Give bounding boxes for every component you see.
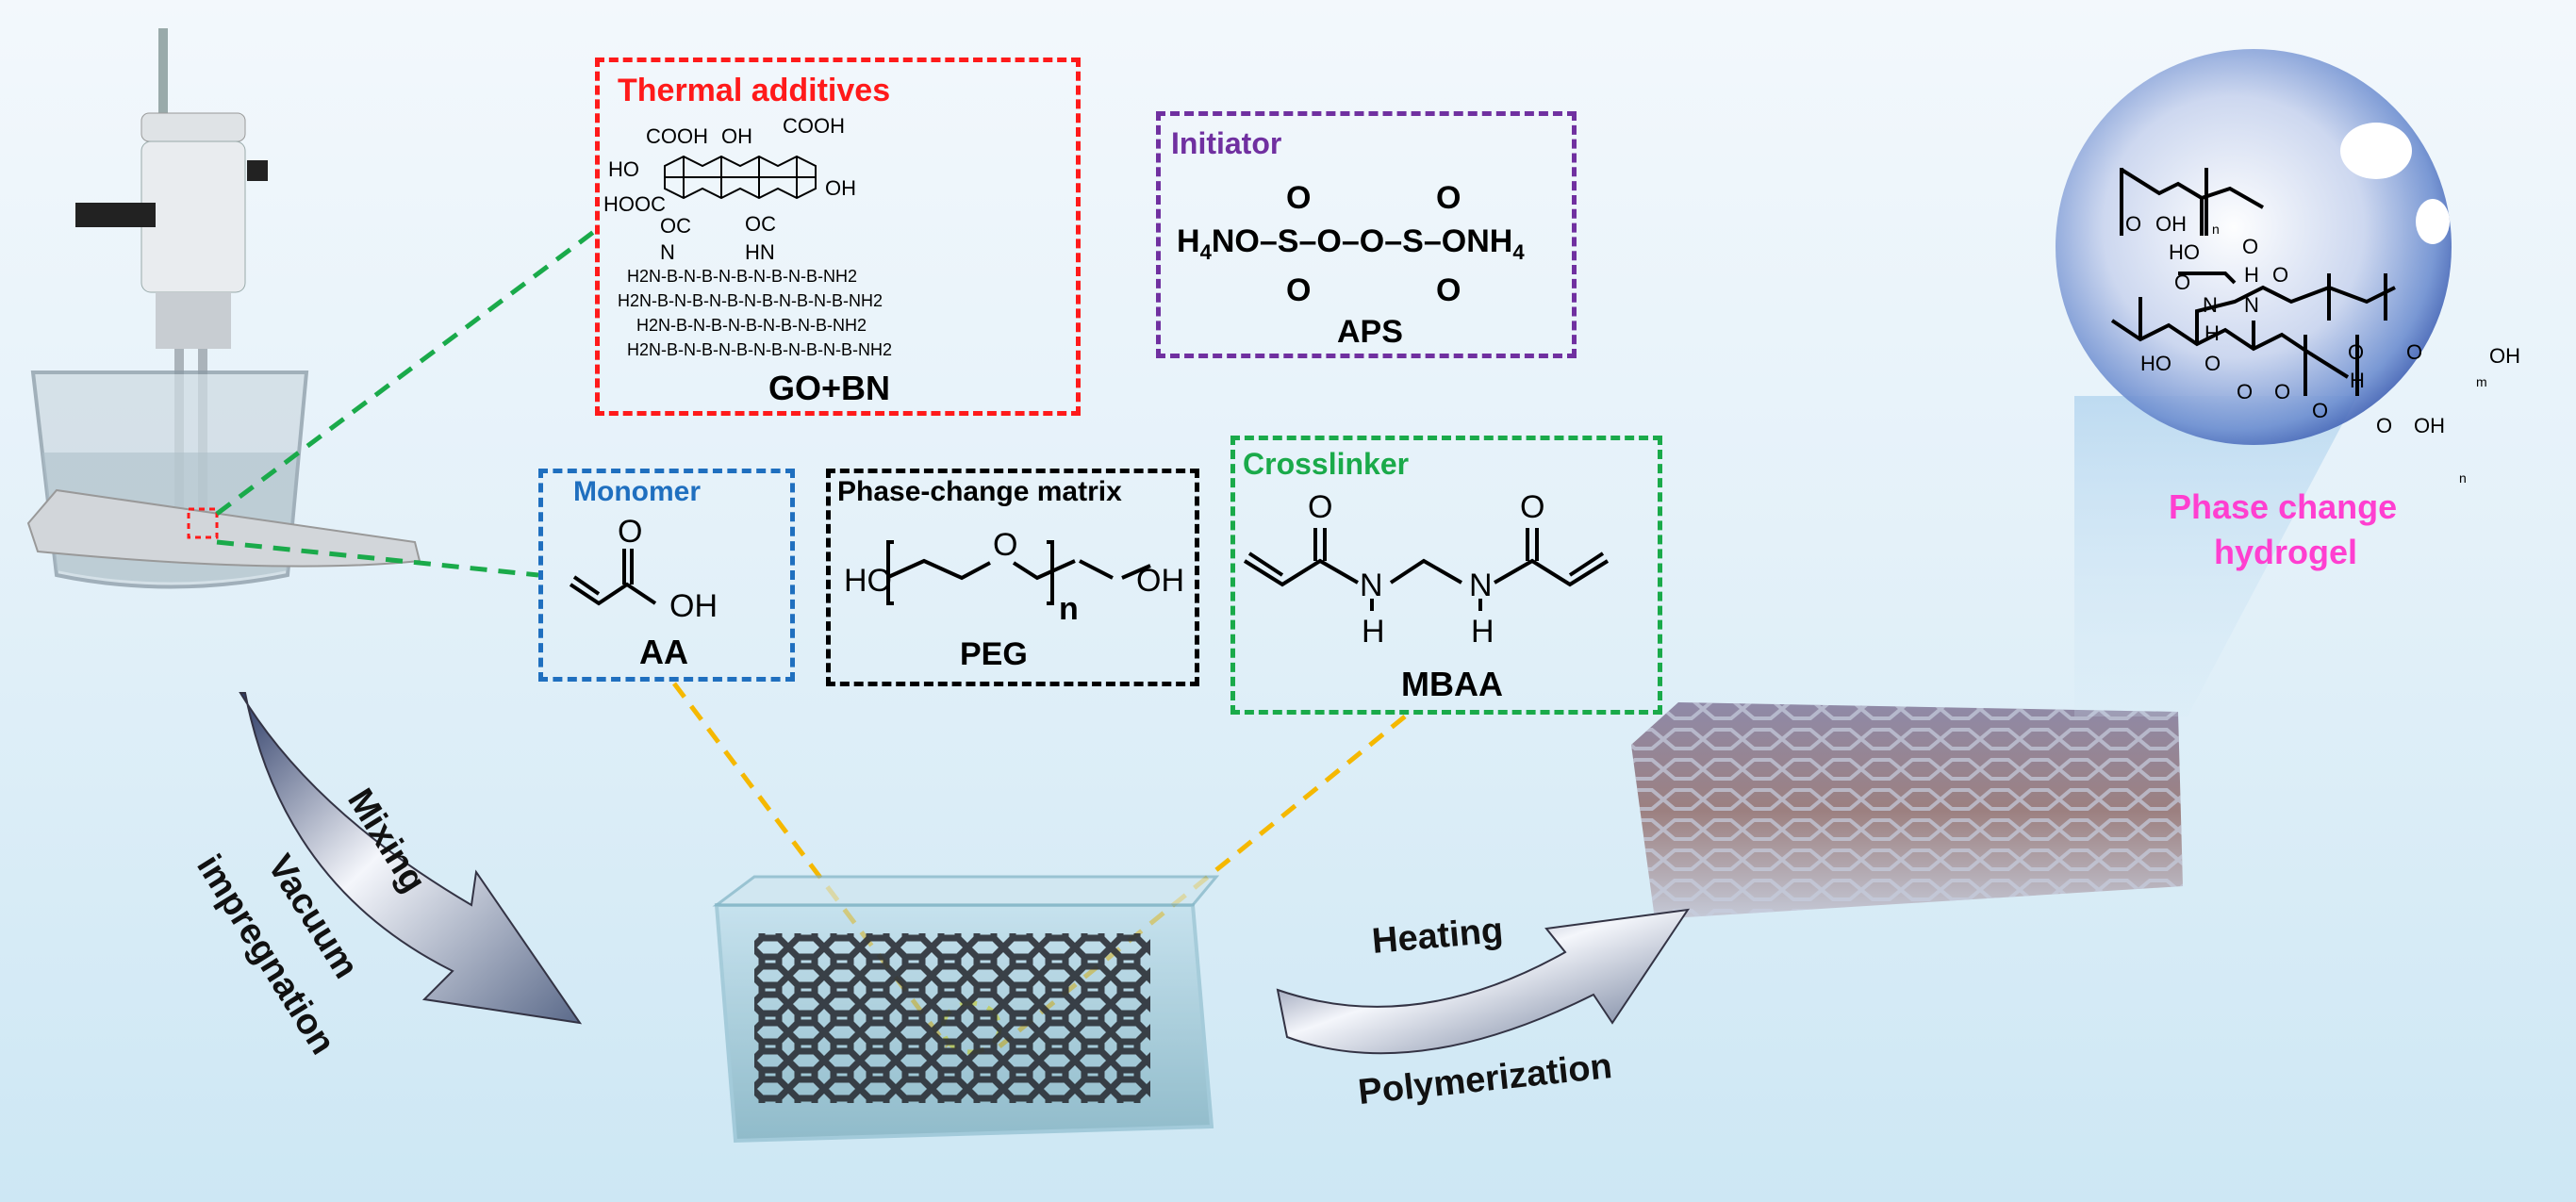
mbaa-atom-o-1: O: [1308, 489, 1333, 525]
mbaa-atom-h-2: H: [1471, 614, 1494, 650]
hydrogel-atom-ho2: HO: [2140, 352, 2171, 375]
bn-label-hn: HN: [745, 240, 775, 264]
aa-name: AA: [639, 633, 688, 671]
peg-atom-ho: HO: [844, 563, 892, 599]
hydrogel-sub-n2: n: [2459, 470, 2467, 486]
go-label-oh-2: OH: [825, 176, 856, 200]
bn-row-4: H2N-B-N-B-N-B-N-B-N-B-N-B-NH2: [627, 340, 892, 359]
peg-atom-oh: OH: [1136, 563, 1184, 599]
mbaa-structure: [1243, 528, 1610, 611]
go-label-hooc: HOOC: [603, 192, 666, 216]
monomer-title: Monomer: [573, 476, 701, 507]
go-label-oh-1: OH: [721, 124, 752, 148]
aps-sub-4b: 4: [1512, 239, 1525, 264]
mbaa-atom-h-1: H: [1362, 614, 1385, 650]
aps-oxo-bottom-2: O: [1436, 272, 1461, 308]
hydrogel-atom-ho: HO: [2169, 240, 2200, 264]
aps-onh: ONH: [1441, 223, 1513, 259]
initiator-box: [1156, 111, 1577, 358]
hydrogel-atom-o3: O: [2174, 271, 2191, 294]
hydrogel-atom-o10: O: [2406, 340, 2423, 364]
go-label-ho: HO: [608, 157, 639, 181]
aa-atom-o: O: [618, 514, 643, 550]
mbaa-atom-n-2: N: [1469, 568, 1493, 603]
peg-structure: [886, 540, 1151, 605]
hydrogel-atom-oh3: OH: [2414, 414, 2445, 437]
aps-o1: O: [1316, 223, 1342, 259]
hydrogel-atom-n2: N: [2244, 293, 2259, 317]
heating-arrow: [1276, 908, 1691, 1055]
crosslinker-title: Crosslinker: [1243, 447, 1410, 481]
aa-structure: [569, 549, 657, 606]
aps-oxo-top-2: O: [1436, 180, 1461, 216]
hydrogel-sub-n: n: [2212, 222, 2220, 237]
go-label-oc-1: OC: [660, 214, 691, 238]
hydrogel-atom-o4: O: [2272, 263, 2289, 287]
tank-with-scaffold: [712, 875, 1220, 1144]
mbaa-atom-o-2: O: [1520, 489, 1545, 525]
bn-row-2: H2N-B-N-B-N-B-N-B-N-B-N-B-NH2: [618, 291, 883, 310]
phase-change-matrix-box: [826, 469, 1199, 686]
go-label-cooh-1: COOH: [646, 124, 708, 148]
hydrogel-atom-oh: OH: [2155, 212, 2187, 236]
hydrogel-label-line2: hydrogel: [2214, 533, 2358, 571]
aps-sub-4: 4: [1199, 239, 1212, 264]
thermal-additives-box: [595, 58, 1081, 416]
hydrogel-atom-o7: O: [2274, 380, 2291, 403]
bn-label-n: N: [660, 240, 675, 264]
hydrogel-atom-h2: H: [2204, 321, 2220, 345]
bn-row-1: H2N-B-N-B-N-B-N-B-N-B-NH2: [627, 267, 857, 286]
peg-atom-o: O: [993, 527, 1018, 563]
aps-oxo-top-1: O: [1286, 180, 1312, 216]
hydrogel-label-line1: Phase change: [2169, 487, 2398, 526]
crosslinker-box: [1230, 436, 1662, 715]
initiator-title: Initiator: [1171, 126, 1282, 160]
peg-subscript-n: n: [1059, 591, 1079, 627]
hydrogel-atom-o9: O: [2312, 399, 2329, 422]
hydrogel-atom-n1: N: [2203, 293, 2218, 317]
mbaa-atom-n-1: N: [1360, 568, 1383, 603]
aps-name: APS: [1337, 314, 1403, 350]
hydrogel-atom-o: O: [2125, 212, 2142, 236]
aps-s2: S: [1402, 223, 1424, 259]
bubble-beam: [2074, 396, 2357, 716]
go-bn-name: GO+BN: [768, 369, 891, 407]
aps-oxo-bottom-1: O: [1286, 272, 1312, 308]
aps-o2: O: [1359, 223, 1385, 259]
hydrogel-atom-o11: O: [2376, 414, 2393, 437]
phase-change-foam: [1631, 702, 2183, 919]
hydrogel-sub-m: m: [2476, 374, 2487, 389]
mixer-device: [26, 28, 421, 589]
mixing-arrow: [239, 692, 583, 1025]
hydrogel-atom-o8: O: [2348, 340, 2365, 364]
aps-no: NO: [1211, 223, 1260, 259]
aps-s1: S: [1277, 223, 1299, 259]
hydrogel-atom-h3: H: [2350, 369, 2365, 392]
go-label-cooh-2: COOH: [783, 114, 845, 138]
monomer-box: [538, 469, 795, 682]
hydrogel-atom-o2: O: [2242, 235, 2259, 258]
hydrogel-atom-o5: O: [2204, 352, 2221, 375]
hydrogel-atom-o6: O: [2237, 380, 2254, 403]
hydrogel-atom-h: H: [2244, 263, 2259, 287]
thermal-additives-title: Thermal additives: [618, 73, 891, 108]
aa-atom-oh: OH: [669, 588, 718, 624]
phase-change-matrix-title: Phase-change matrix: [837, 476, 1122, 507]
go-sheet-structure: [664, 155, 817, 200]
go-label-oc-2: OC: [745, 212, 776, 236]
aps-formula: H4NO–S–O–O–S–ONH4: [1177, 223, 1525, 264]
peg-name: PEG: [960, 636, 1028, 672]
bn-row-3: H2N-B-N-B-N-B-N-B-N-B-NH2: [636, 316, 867, 335]
hydrogel-bubble: [2056, 49, 2452, 445]
hydrogel-atom-oh2: OH: [2489, 344, 2520, 368]
mbaa-name: MBAA: [1401, 665, 1503, 703]
aps-h: H: [1177, 223, 1200, 259]
